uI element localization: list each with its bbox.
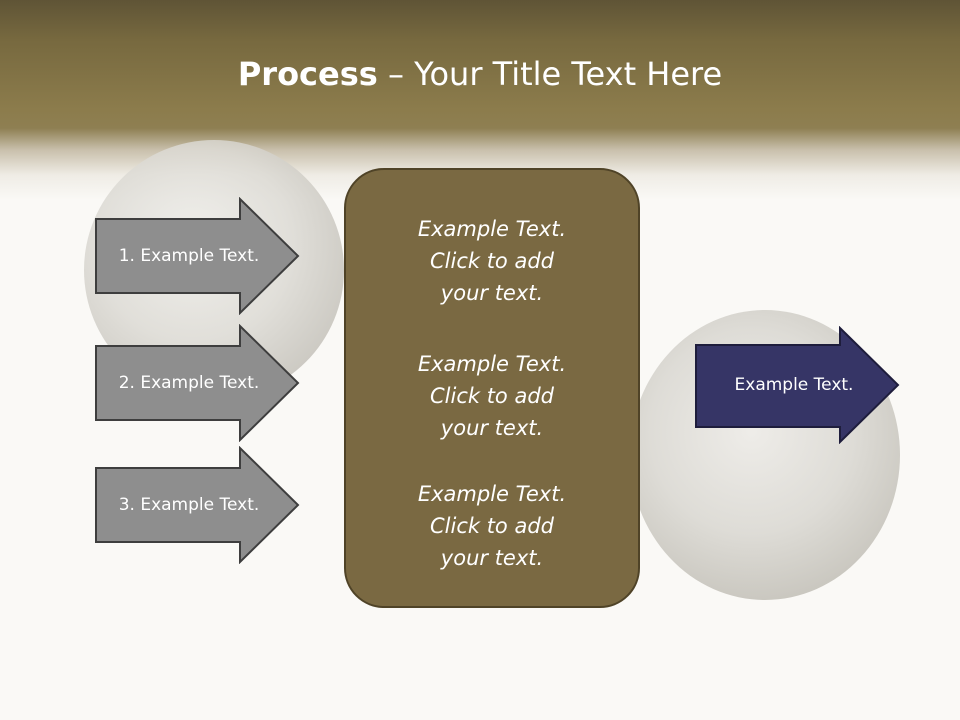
- title-rest: – Your Title Text Here: [377, 55, 723, 93]
- center-text-block-1: Example Text. Click to add your text.: [346, 213, 638, 309]
- center-text-block-2: Example Text. Click to add your text.: [346, 348, 638, 444]
- center-process-box[interactable]: Example Text. Click to add your text. Ex…: [344, 168, 640, 608]
- output-arrow[interactable]: Example Text.: [694, 326, 900, 444]
- center-text-line: Example Text.: [417, 352, 567, 376]
- center-text-line: Example Text.: [417, 482, 567, 506]
- center-text-line: your text.: [440, 416, 544, 440]
- output-arrow-label: Example Text.: [734, 375, 854, 395]
- center-text-line: Click to add: [429, 384, 554, 408]
- slide-title[interactable]: Process – Your Title Text Here: [0, 52, 960, 96]
- process-arrow-2[interactable]: 2. Example Text.: [94, 324, 300, 442]
- arrow-right-icon: [95, 324, 300, 442]
- title-bold: Process: [237, 55, 378, 93]
- arrow-right-icon: [95, 446, 300, 564]
- center-text-block-3: Example Text. Click to add your text.: [346, 478, 638, 574]
- center-text-line: Example Text.: [417, 217, 567, 241]
- process-arrow-2-label: 2. Example Text.: [118, 373, 260, 393]
- center-text-line: your text.: [440, 281, 544, 305]
- arrow-right-icon: [695, 326, 900, 444]
- process-arrow-1[interactable]: 1. Example Text.: [94, 197, 300, 315]
- arrow-right-icon: [95, 197, 300, 315]
- process-arrow-3-label: 3. Example Text.: [118, 495, 260, 515]
- center-text-line: Click to add: [429, 249, 554, 273]
- process-arrow-3[interactable]: 3. Example Text.: [94, 446, 300, 564]
- process-arrow-1-label: 1. Example Text.: [118, 246, 260, 266]
- center-text-line: your text.: [440, 546, 544, 570]
- center-text-line: Click to add: [429, 514, 554, 538]
